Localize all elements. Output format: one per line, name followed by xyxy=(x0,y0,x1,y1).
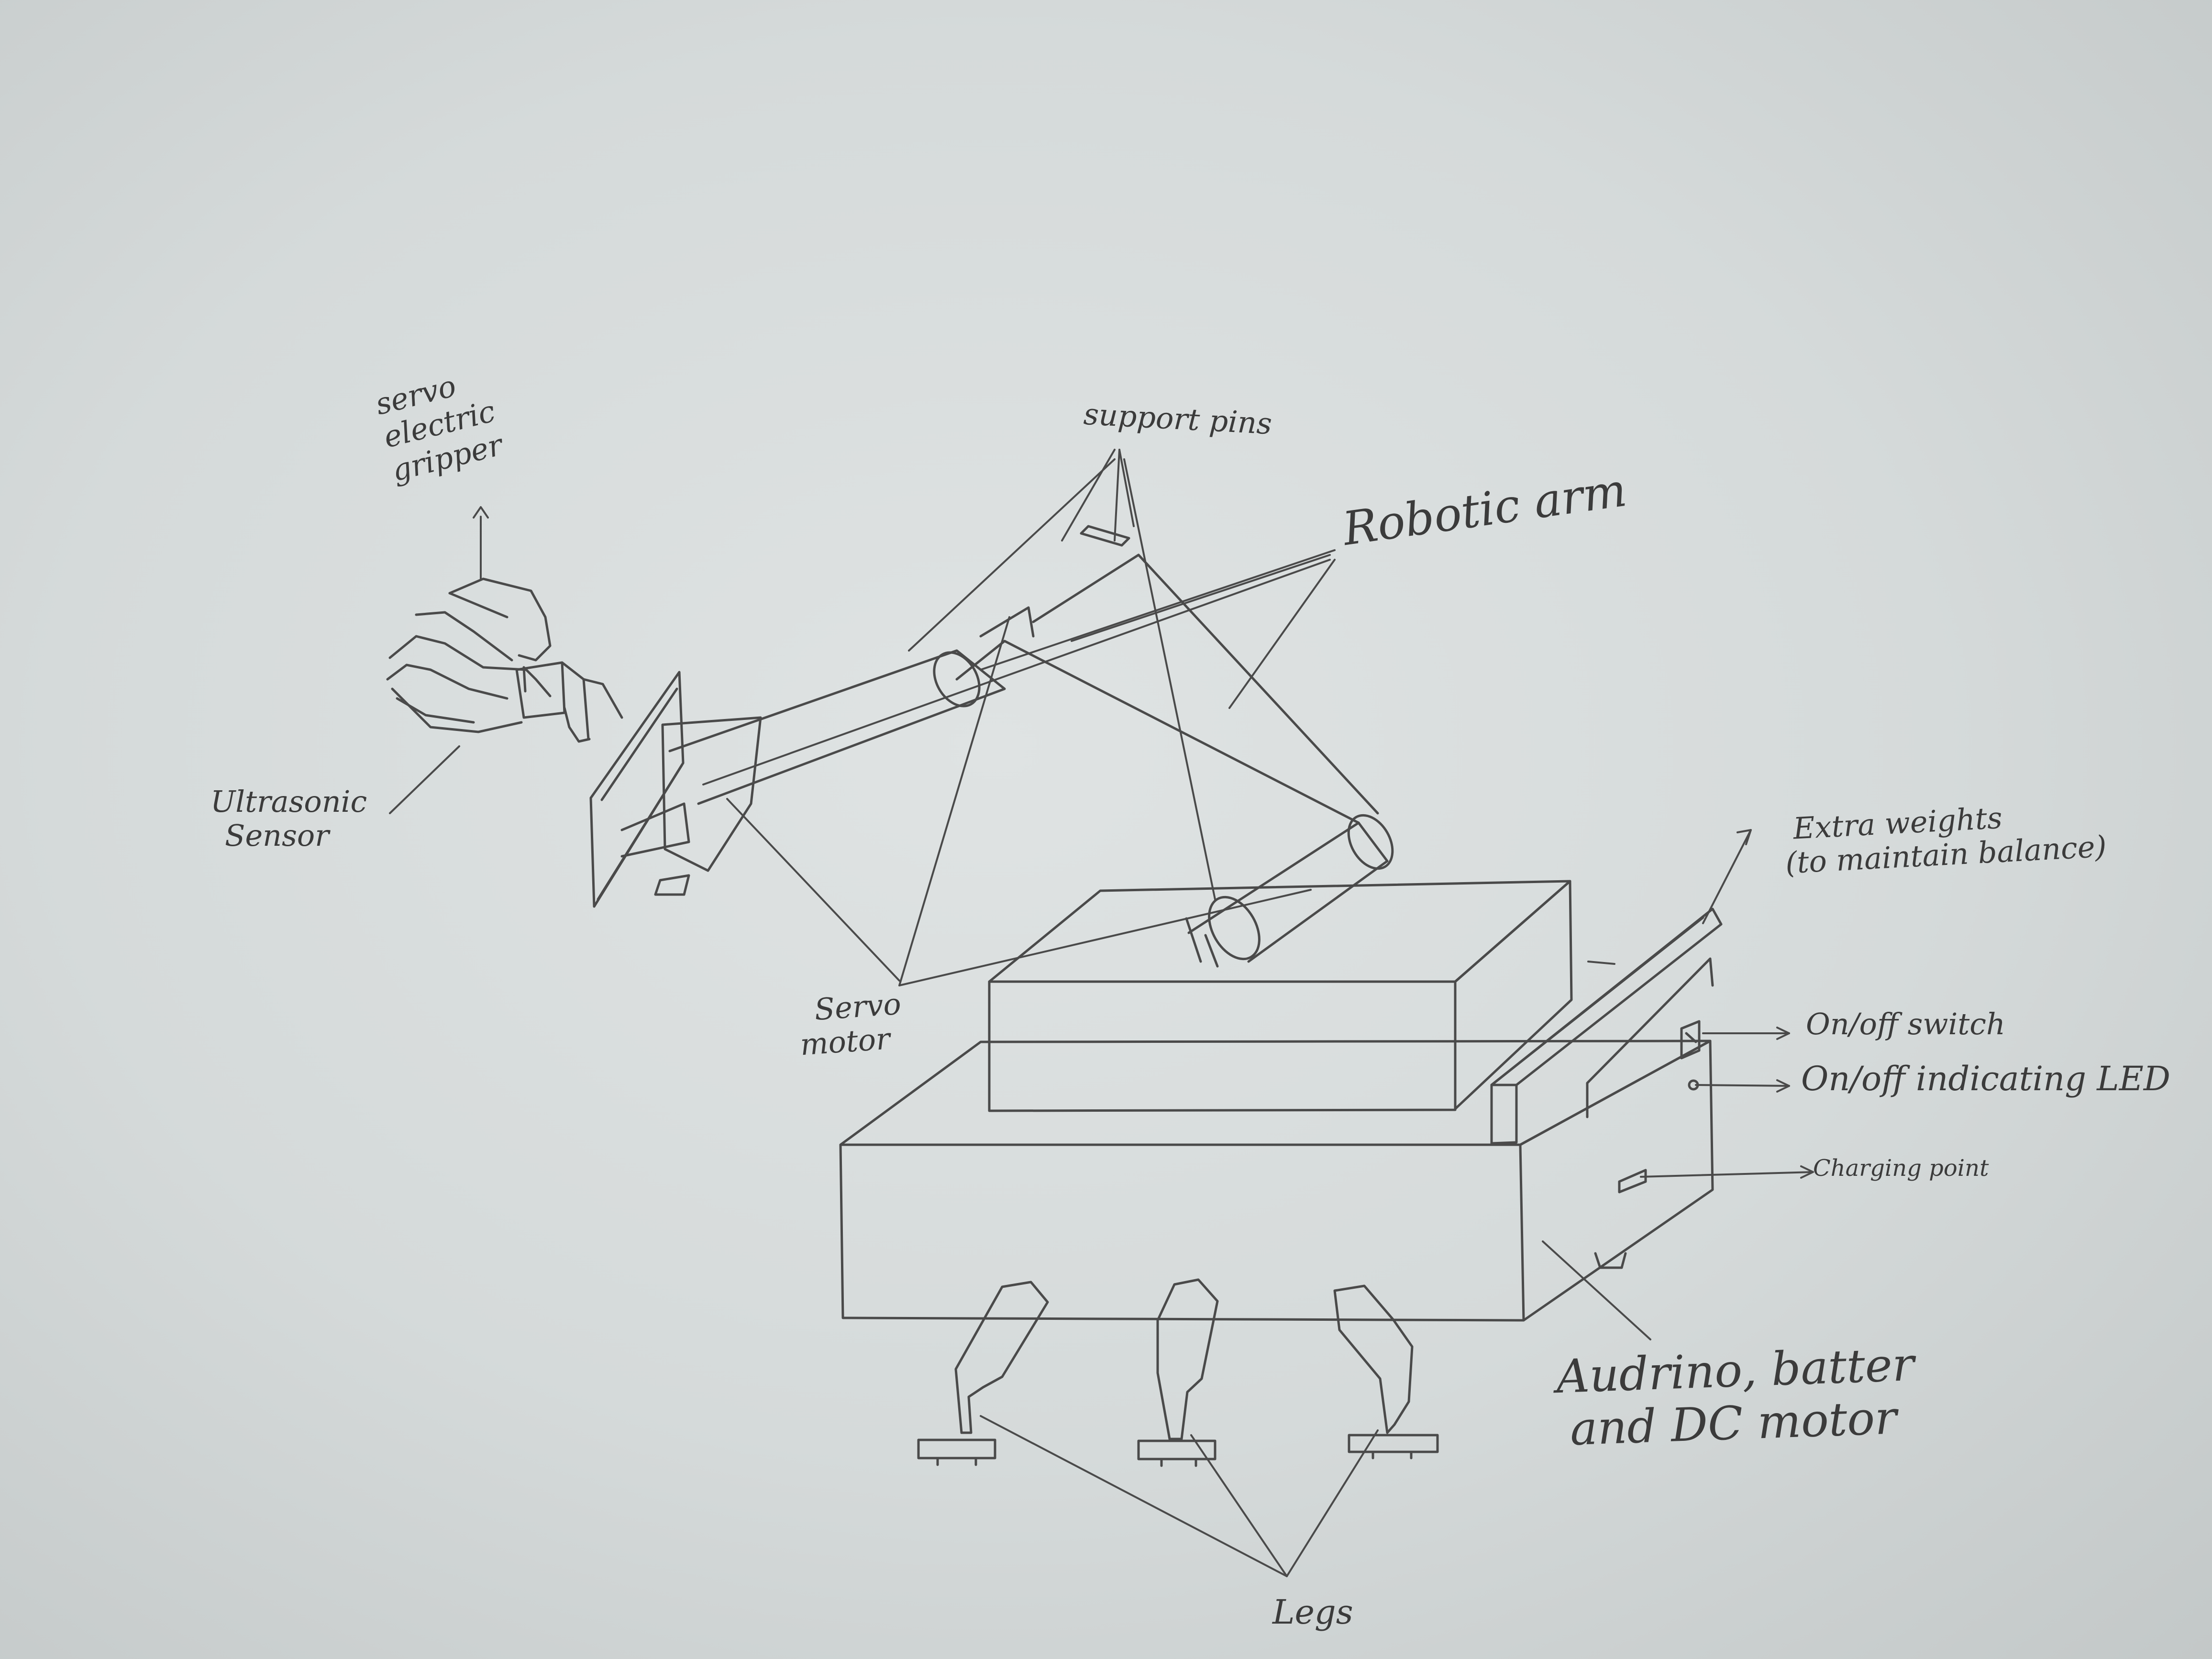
label-onoff-led: On/off indicating LED xyxy=(1801,1060,2170,1098)
label-ultrasonic-line2: Sensor xyxy=(225,818,329,853)
upper-box xyxy=(989,881,1571,1111)
gripper-drawing xyxy=(387,579,622,741)
label-ultrasonic-line1: Ultrasonic xyxy=(210,784,367,819)
label-electronics: Audrino, batter and DC motor xyxy=(1555,1338,1917,1456)
label-ultrasonic-sensor: Ultrasonic Sensor xyxy=(210,785,367,853)
legs-drawing xyxy=(918,1280,1438,1466)
ultrasonic-sensor-plate xyxy=(591,672,683,907)
label-servo-motor: Servo motor xyxy=(796,987,905,1062)
label-servo-motor-line1: Servo xyxy=(813,986,902,1027)
robotic-arm-drawing xyxy=(622,526,1402,968)
label-legs: Legs xyxy=(1272,1593,1353,1632)
label-servo-motor-line2: motor xyxy=(799,1021,891,1062)
label-charging-point: Charging point xyxy=(1813,1155,1989,1182)
label-onoff-switch: On/off switch xyxy=(1806,1007,2005,1041)
